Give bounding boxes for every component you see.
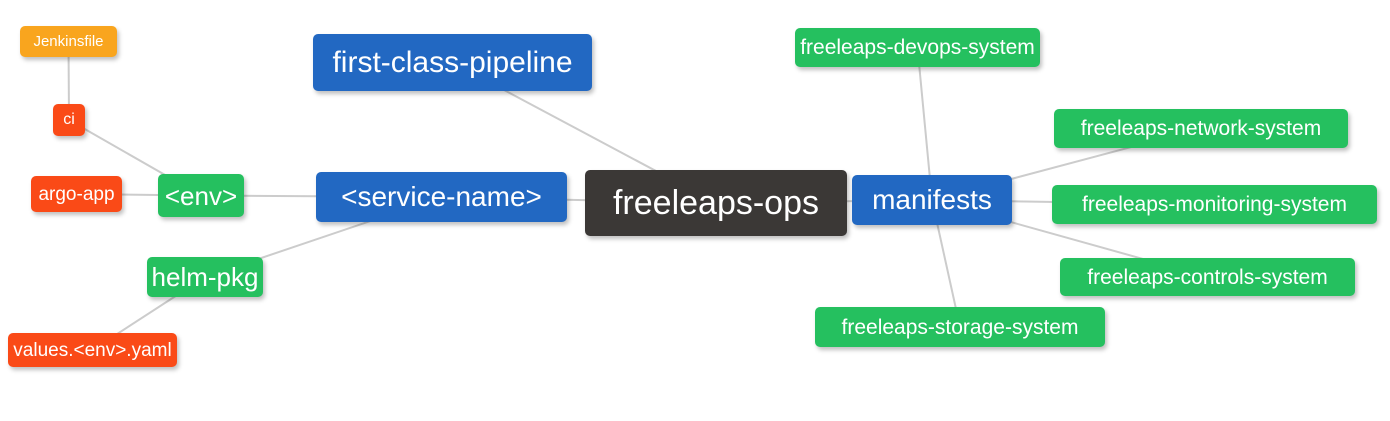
node-jenkinsfile[interactable]: Jenkinsfile xyxy=(20,26,117,57)
node-freeleaps-monitoring-system[interactable]: freeleaps-monitoring-system xyxy=(1052,185,1377,224)
node-freeleaps-network-system[interactable]: freeleaps-network-system xyxy=(1054,109,1348,148)
node-helm-pkg[interactable]: helm-pkg xyxy=(147,257,263,297)
node-service-name[interactable]: <service-name> xyxy=(316,172,567,222)
node-argo-app[interactable]: argo-app xyxy=(31,176,122,212)
node-freeleaps-devops-system[interactable]: freeleaps-devops-system xyxy=(795,28,1040,67)
node-freeleaps-controls-system[interactable]: freeleaps-controls-system xyxy=(1060,258,1355,296)
node-freeleaps-ops[interactable]: freeleaps-ops xyxy=(585,170,847,236)
node-values-env-yaml[interactable]: values.<env>.yaml xyxy=(8,333,177,367)
node-freeleaps-storage-system[interactable]: freeleaps-storage-system xyxy=(815,307,1105,347)
node-ci[interactable]: ci xyxy=(53,104,85,136)
node-manifests[interactable]: manifests xyxy=(852,175,1012,225)
edge-manifests-freeleaps-devops-system xyxy=(916,46,933,201)
node-env[interactable]: <env> xyxy=(158,174,244,217)
node-first-class-pipeline[interactable]: first-class-pipeline xyxy=(313,34,592,91)
